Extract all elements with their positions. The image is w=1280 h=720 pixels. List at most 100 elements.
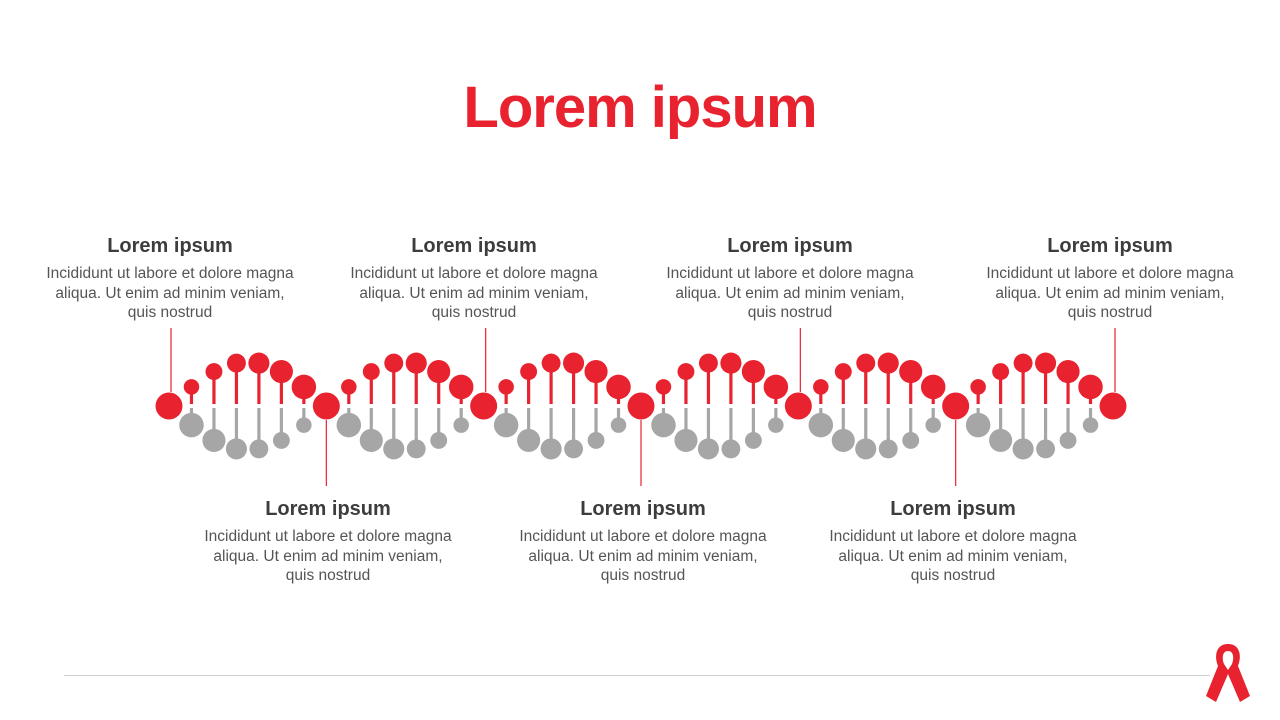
helix-bead — [517, 428, 541, 452]
helix-bead — [1059, 431, 1077, 449]
step-4: Lorem ipsum Incididunt ut labore et dolo… — [513, 496, 773, 586]
helix-bead — [655, 379, 672, 395]
helix-bead — [272, 431, 290, 449]
helix-bead — [587, 431, 605, 449]
helix-bead — [877, 352, 899, 374]
step-2-heading: Lorem ipsum — [265, 498, 391, 520]
helix-bead — [383, 438, 405, 460]
helix-bead — [341, 379, 357, 395]
red-ribbon-icon — [1206, 644, 1250, 702]
helix-bead — [448, 374, 474, 400]
helix-bead — [405, 352, 427, 374]
helix-bead — [359, 428, 383, 452]
helix-bead — [1036, 439, 1056, 459]
step-2-text: Incididunt ut labore et dolore magna ali… — [204, 528, 452, 584]
helix-bead — [427, 360, 451, 384]
slide-title: Lorem ipsum — [463, 75, 817, 140]
helix-bead — [808, 412, 834, 438]
helix-bead — [493, 412, 519, 438]
helix-bead — [813, 379, 829, 395]
helix-node — [312, 392, 340, 420]
helix-bead — [384, 353, 404, 373]
step-3-heading: Lorem ipsum — [411, 235, 537, 257]
helix-bead — [179, 412, 204, 438]
helix-bead — [1056, 360, 1080, 384]
helix-bead — [205, 363, 223, 381]
helix-bead — [225, 438, 247, 460]
helix-node — [784, 392, 812, 420]
helix-bead — [202, 428, 226, 452]
helix-bead — [291, 374, 317, 400]
helix-bead — [831, 428, 855, 452]
step-7-heading: Lorem ipsum — [1047, 235, 1173, 257]
helix-bead — [362, 363, 380, 381]
step-5-heading: Lorem ipsum — [727, 235, 853, 257]
helix-bead — [1078, 374, 1103, 400]
helix-bead — [563, 352, 585, 374]
helix-bead — [741, 360, 765, 384]
helix-bead — [406, 439, 426, 459]
step-3-text: Incididunt ut labore et dolore magna ali… — [350, 265, 598, 321]
helix-node — [1099, 392, 1127, 420]
footer-divider — [64, 675, 1210, 676]
step-4-heading: Lorem ipsum — [580, 498, 706, 520]
helix-bead — [698, 353, 718, 373]
helix-bead — [899, 360, 923, 384]
step-5-text: Incididunt ut labore et dolore magna ali… — [666, 265, 914, 321]
helix-bead — [989, 428, 1013, 452]
helix-bead — [651, 412, 676, 438]
helix-bead — [855, 438, 877, 460]
helix-bead — [430, 431, 448, 449]
helix-bead — [1013, 353, 1033, 373]
helix-bead — [697, 438, 719, 460]
step-2: Lorem ipsum Incididunt ut labore et dolo… — [198, 496, 458, 586]
helix-bead — [610, 417, 627, 433]
helix-bead — [1035, 352, 1057, 374]
helix-node — [155, 392, 183, 420]
helix-bead — [763, 374, 789, 400]
helix-bead — [721, 439, 741, 459]
helix-bead — [878, 439, 898, 459]
step-6-heading: Lorem ipsum — [890, 498, 1016, 520]
helix-bead — [1082, 417, 1099, 433]
helix-node — [627, 392, 655, 420]
step-4-text: Incididunt ut labore et dolore magna ali… — [519, 528, 767, 584]
step-7-text: Incididunt ut labore et dolore magna ali… — [986, 265, 1234, 321]
helix-bead — [498, 379, 514, 395]
helix-bead — [856, 353, 876, 373]
helix-bead — [744, 431, 762, 449]
step-1-text: Incididunt ut labore et dolore magna ali… — [46, 265, 294, 321]
helix-bead — [540, 438, 562, 460]
helix-bead — [768, 417, 784, 433]
step-1-heading: Lorem ipsum — [107, 235, 233, 257]
helix-bead — [453, 417, 469, 433]
step-1: Lorem ipsum Incididunt ut labore et dolo… — [40, 233, 300, 323]
helix-bead — [249, 439, 269, 459]
helix-bead — [183, 379, 200, 395]
helix-bead — [720, 352, 742, 374]
step-3: Lorem ipsum Incididunt ut labore et dolo… — [344, 233, 604, 323]
step-6: Lorem ipsum Incididunt ut labore et dolo… — [823, 496, 1083, 586]
helix-node — [942, 392, 970, 420]
helix-bead — [564, 439, 584, 459]
helix-bead — [296, 417, 312, 433]
step-6-text: Incididunt ut labore et dolore magna ali… — [829, 528, 1077, 584]
helix-bead — [902, 431, 920, 449]
helix-bead — [336, 412, 362, 438]
helix-bead — [520, 363, 538, 381]
helix-bead — [925, 417, 941, 433]
helix-bead — [1012, 438, 1034, 460]
helix-node — [470, 392, 498, 420]
helix-bead — [269, 360, 293, 384]
helix-bead — [834, 363, 852, 381]
helix-bead — [970, 379, 986, 395]
helix-bead — [248, 352, 270, 374]
helix-bead — [992, 363, 1010, 381]
helix-bead — [965, 412, 991, 438]
helix-bead — [674, 428, 698, 452]
helix-bead — [584, 360, 608, 384]
helix-bead — [606, 374, 631, 400]
step-7: Lorem ipsum Incididunt ut labore et dolo… — [980, 233, 1240, 323]
helix-bead — [226, 353, 246, 373]
step-5: Lorem ipsum Incididunt ut labore et dolo… — [660, 233, 920, 323]
